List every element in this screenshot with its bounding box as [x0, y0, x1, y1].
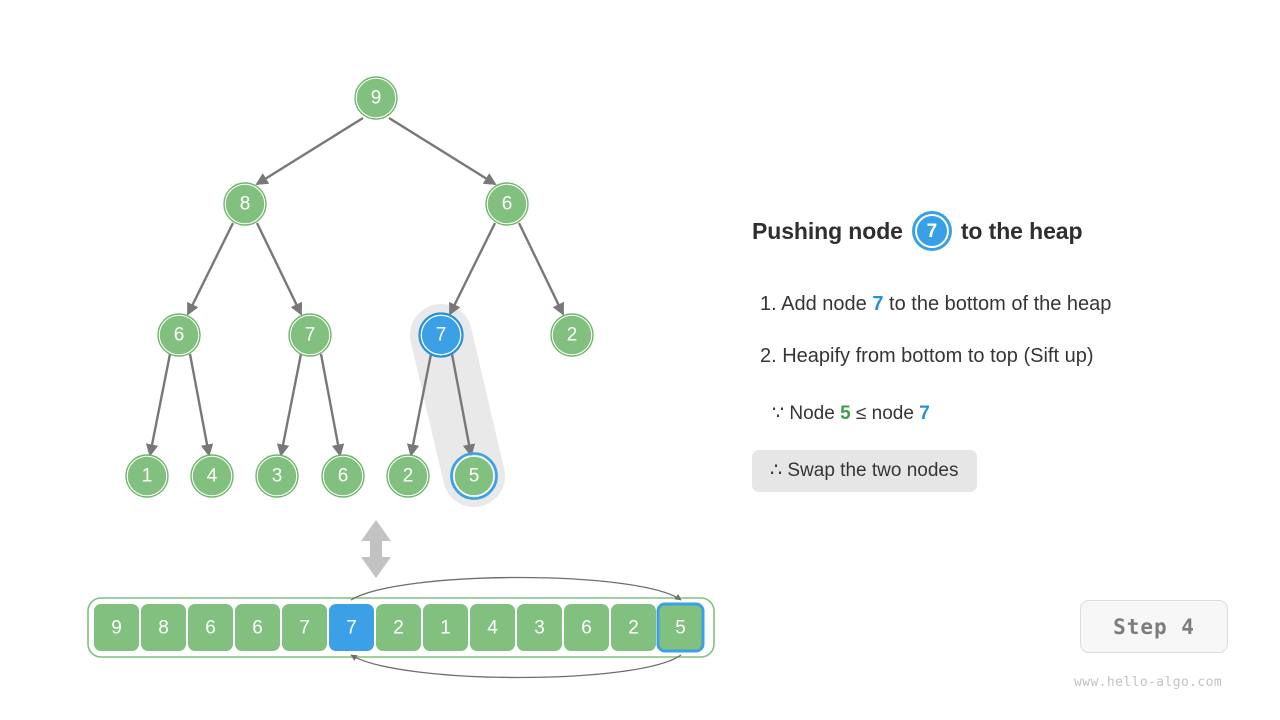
step-1-pre: Add node — [781, 293, 867, 315]
array-cell-label: 2 — [628, 618, 639, 639]
therefore-symbol: ∴ — [770, 460, 783, 481]
tree-node-label: 6 — [502, 194, 513, 215]
step-2-text: 2. Heapify from bottom to top (Sift up) — [760, 345, 1094, 367]
edge-6-2 — [517, 222, 565, 316]
reason-line: ∵ Node 5 ≤ node 7 — [772, 402, 930, 425]
reason-pre: Node — [789, 403, 835, 424]
array-cell-12-ringed[interactable]: 5 — [656, 602, 705, 653]
step-1-num: 1. — [760, 293, 777, 315]
title-prefix: Pushing node — [752, 217, 903, 244]
tree-node-2-leaf[interactable]: 2 — [386, 454, 430, 498]
array-cell-label: 6 — [252, 618, 263, 639]
heap-visualization: 9 8 6 6 7 — [87, 76, 715, 679]
array-cell-0[interactable]: 9 — [94, 604, 139, 651]
title-node-badge: 7 — [914, 214, 949, 248]
watermark: www.hello-algo.com — [1074, 675, 1223, 690]
tree-node-label: 7 — [305, 325, 316, 346]
edge-7-2 — [406, 353, 433, 457]
tree-node-9[interactable]: 9 — [354, 76, 398, 120]
edge-7-5 — [450, 353, 476, 457]
tree-node-8[interactable]: 8 — [223, 182, 267, 226]
tree-node-6-l2a[interactable]: 6 — [157, 313, 201, 357]
array-cell-label: 7 — [346, 618, 357, 639]
reason-right-value: 7 — [919, 403, 930, 424]
array-cell-11[interactable]: 2 — [611, 604, 656, 651]
array-cell-2[interactable]: 6 — [188, 604, 233, 651]
step-1-value: 7 — [872, 293, 884, 315]
reason-mid: node — [871, 403, 914, 424]
edge-8-7 — [255, 222, 303, 316]
array-cell-label: 3 — [534, 618, 545, 639]
tree-node-3[interactable]: 3 — [255, 454, 299, 498]
edge-7-3 — [276, 353, 303, 457]
tree-node-7-active[interactable]: 7 — [418, 312, 464, 358]
page-title: Pushing node 7 to the heap — [752, 214, 1083, 248]
array-cell-label: 6 — [205, 618, 216, 639]
array-cell-1[interactable]: 8 — [141, 604, 186, 651]
array-cell-label: 5 — [675, 618, 686, 639]
array-cell-label: 9 — [111, 618, 122, 639]
edge-6-4 — [188, 353, 214, 457]
array-swap-indicator — [350, 576, 682, 679]
tree-node-label: 2 — [403, 466, 414, 487]
explanation-panel: Pushing node 7 to the heap 1. Add node 7… — [752, 0, 1280, 720]
edge-9-6 — [388, 116, 497, 186]
conclusion-text: Swap the two nodes — [787, 460, 959, 481]
tree-node-label: 5 — [469, 466, 480, 487]
tree-node-5-ringed[interactable]: 5 — [450, 452, 498, 500]
tree-node-label: 9 — [371, 88, 382, 109]
reason-left-value: 5 — [840, 403, 851, 424]
array-cell-label: 2 — [393, 618, 404, 639]
title-suffix: to the heap — [960, 217, 1083, 244]
tree-node-label: 6 — [338, 466, 349, 487]
array-cell-label: 7 — [299, 618, 310, 639]
tree-node-label: 8 — [240, 194, 251, 215]
array-cell-10[interactable]: 6 — [564, 604, 609, 651]
tree-node-7-l2b[interactable]: 7 — [288, 313, 332, 357]
tree-array-link-arrow — [361, 520, 391, 578]
tree-node-label: 3 — [272, 466, 283, 487]
array-cell-5-active[interactable]: 7 — [329, 604, 374, 651]
conclusion-box: ∴ Swap the two nodes — [752, 450, 977, 492]
array-cell-label: 1 — [440, 618, 451, 639]
array-cell-9[interactable]: 3 — [517, 604, 562, 651]
edge-9-8 — [255, 116, 364, 186]
array-cell-label: 6 — [581, 618, 592, 639]
edge-8-6 — [186, 222, 235, 316]
edge-6-7a — [448, 222, 497, 316]
tree-node-label: 7 — [436, 325, 447, 346]
tree-node-6-right[interactable]: 6 — [485, 182, 529, 226]
reason-operator: ≤ — [855, 403, 867, 424]
array-cell-label: 8 — [158, 618, 169, 639]
edge-7-6 — [319, 353, 345, 457]
array-cell-label: 4 — [487, 618, 498, 639]
edge-6-1 — [145, 353, 172, 457]
tree-node-label: 6 — [174, 325, 185, 346]
tree-node-4[interactable]: 4 — [190, 454, 234, 498]
tree-node-1[interactable]: 1 — [125, 454, 169, 498]
step-badge: Step 4 — [1080, 600, 1228, 653]
array-cell-3[interactable]: 6 — [235, 604, 280, 651]
tree-edges — [145, 116, 565, 457]
tree-node-label: 2 — [567, 325, 578, 346]
heap-array: 9 8 6 6 7 7 2 — [87, 597, 715, 658]
tree-node-2-l2d[interactable]: 2 — [550, 313, 594, 357]
because-symbol: ∵ — [772, 403, 785, 424]
tree-node-6-leaf[interactable]: 6 — [321, 454, 365, 498]
tree-node-label: 1 — [142, 466, 153, 487]
array-cell-8[interactable]: 4 — [470, 604, 515, 651]
array-cell-4[interactable]: 7 — [282, 604, 327, 651]
array-cell-7[interactable]: 1 — [423, 604, 468, 651]
array-cell-6[interactable]: 2 — [376, 604, 421, 651]
step-1-post: to the bottom of the heap — [889, 293, 1112, 315]
step-1-text: 1. Add node 7 to the bottom of the heap — [760, 293, 1111, 316]
tree-node-label: 4 — [207, 466, 218, 487]
